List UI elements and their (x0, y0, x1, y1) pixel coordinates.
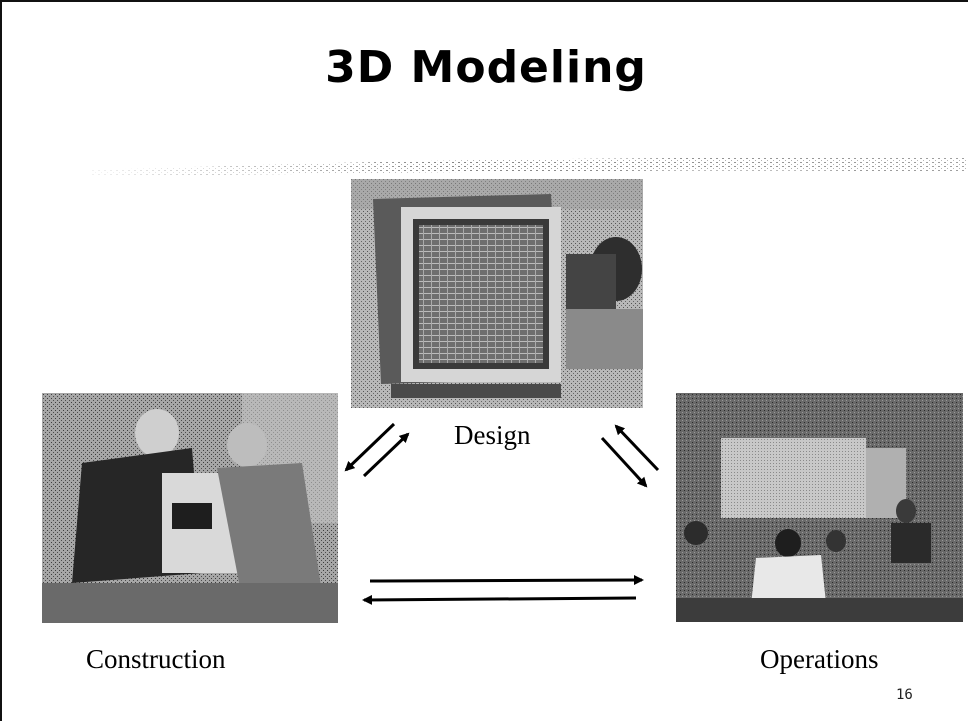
construction-photo (42, 393, 338, 623)
slide-title: 3D Modeling (325, 42, 647, 93)
arrow-design-to-operations (600, 436, 648, 488)
speckle-divider (92, 150, 968, 186)
design-label: Design (454, 420, 531, 450)
design-photo (351, 179, 643, 408)
arrow-construction-to-design (362, 432, 410, 478)
construction-label: Construction (86, 644, 226, 674)
operations-photo (676, 393, 963, 622)
arrow-operations-to-construction (362, 594, 637, 605)
arrow-operations-to-design (614, 424, 660, 472)
arrow-construction-to-operations (369, 575, 644, 586)
arrow-design-to-construction (344, 422, 396, 472)
page-number: 16 (896, 687, 913, 703)
operations-label: Operations (760, 644, 879, 674)
